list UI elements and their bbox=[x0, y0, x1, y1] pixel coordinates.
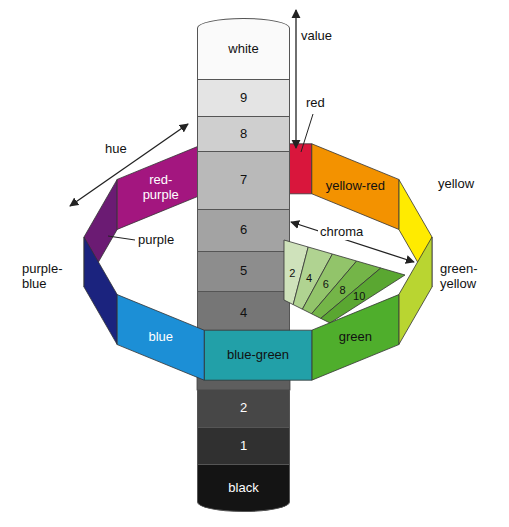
segment-outline bbox=[117, 144, 204, 230]
text-holder: blue bbox=[101, 307, 221, 367]
value-segment: white bbox=[197, 18, 290, 80]
segment-outline bbox=[117, 295, 204, 381]
value-number: white bbox=[228, 42, 258, 57]
green-yellow-segment bbox=[399, 237, 432, 345]
chroma-number: 2 bbox=[289, 267, 295, 280]
text-holder: yellow-red bbox=[295, 157, 415, 217]
value-arrow bbox=[295, 10, 296, 148]
label-holder: red bbox=[306, 95, 325, 111]
part-label: purple bbox=[138, 233, 174, 248]
part-label: yellow bbox=[438, 177, 474, 192]
text-holder: 7 bbox=[198, 152, 289, 209]
value-number: 4 bbox=[240, 306, 247, 321]
value-segment: 7 bbox=[197, 152, 290, 210]
text-holder: 8 bbox=[198, 117, 289, 151]
part-label: value bbox=[301, 29, 332, 44]
value-segment: 4 bbox=[197, 292, 290, 335]
leader-line bbox=[301, 114, 313, 152]
hue-segment: blue-green bbox=[204, 330, 312, 381]
value-number: 6 bbox=[240, 223, 247, 238]
value-segment: 5 bbox=[197, 252, 290, 292]
value-number: 5 bbox=[240, 264, 247, 279]
text-holder: 4 bbox=[198, 292, 289, 334]
label-holder: purple bbox=[138, 232, 174, 248]
text-holder: white bbox=[198, 19, 289, 79]
value-number: 1 bbox=[240, 439, 247, 454]
segment-outline bbox=[321, 268, 405, 323]
value-segment: black bbox=[197, 465, 290, 512]
chroma-number: 10 bbox=[353, 290, 365, 303]
label-holder: value bbox=[301, 28, 332, 44]
text-holder: 1 bbox=[198, 428, 289, 464]
text-holder: 6 bbox=[198, 210, 289, 251]
hue-name: red-purple bbox=[135, 173, 187, 203]
value-segment: 6 bbox=[197, 210, 290, 252]
value-number: black bbox=[228, 481, 258, 496]
text-holder: 9 bbox=[198, 80, 289, 116]
value-number: 7 bbox=[240, 173, 247, 188]
segment-outline bbox=[312, 144, 399, 230]
label-holder: hue bbox=[105, 141, 127, 157]
part-label: red bbox=[306, 96, 325, 111]
purple-blue-segment bbox=[84, 237, 117, 345]
part-label: green-yellow bbox=[440, 262, 498, 292]
hue-segment: blue bbox=[117, 294, 205, 381]
value-segment: 1 bbox=[197, 428, 290, 465]
value-number: 8 bbox=[240, 127, 247, 142]
value-number: 9 bbox=[240, 91, 247, 106]
chroma-number: 4 bbox=[306, 272, 312, 285]
hue-name: yellow-red bbox=[326, 179, 385, 194]
label-holder: yellow bbox=[438, 176, 474, 192]
hue-name: blue-green bbox=[227, 348, 289, 363]
text-holder: black bbox=[198, 465, 289, 511]
part-label: chroma bbox=[318, 225, 365, 240]
value-segment: 9 bbox=[197, 80, 290, 117]
chroma-number: 8 bbox=[339, 284, 345, 297]
part-label: purple-blue bbox=[22, 262, 80, 292]
hue-name: green bbox=[339, 330, 372, 345]
hue-segment: red-purple bbox=[117, 143, 205, 230]
label-holder: green-yellow bbox=[440, 262, 498, 292]
text-holder: green bbox=[295, 307, 415, 367]
value-number: 2 bbox=[240, 401, 247, 416]
chroma-number: 6 bbox=[323, 278, 329, 291]
value-segment: 2 bbox=[197, 390, 290, 428]
hue-name: blue bbox=[148, 330, 173, 345]
hue-segment: green bbox=[311, 294, 399, 381]
part-label: hue bbox=[105, 142, 127, 157]
label-holder: purple-blue bbox=[22, 262, 80, 292]
value-segment: 8 bbox=[197, 117, 290, 152]
text-holder: blue-green bbox=[198, 325, 318, 385]
hue-segment: yellow-red bbox=[311, 143, 399, 230]
text-holder: 5 bbox=[198, 252, 289, 291]
leader-line bbox=[108, 236, 135, 240]
text-holder: 2 bbox=[198, 390, 289, 427]
label-holder: chroma bbox=[318, 224, 365, 240]
segment-outline bbox=[204, 330, 312, 380]
